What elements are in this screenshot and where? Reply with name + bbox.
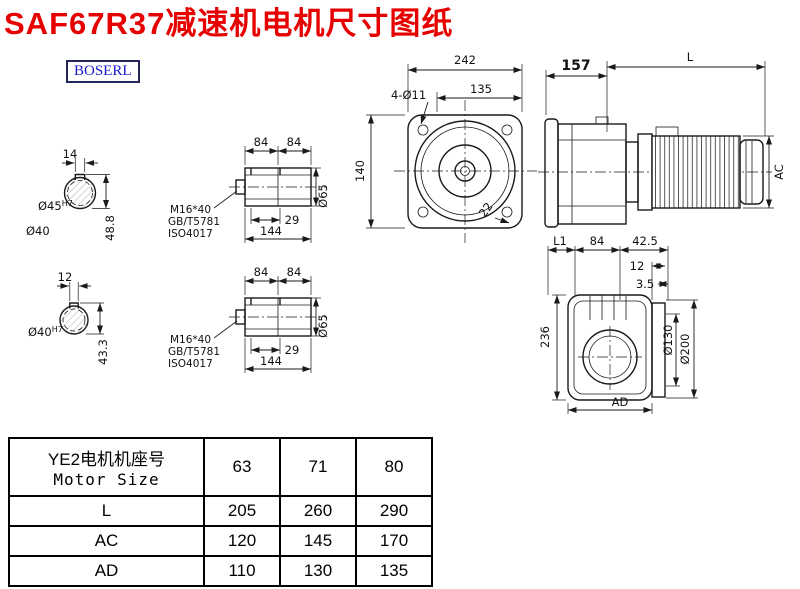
gearbox-motor-side-view: 157 L AC bbox=[538, 50, 786, 228]
hollow-shaft-end-a: 14 48.8 Ø45H7 Ø40 bbox=[26, 147, 117, 241]
value-L-71: 260 bbox=[279, 495, 357, 527]
dim-rear-12: 12 bbox=[630, 259, 645, 273]
dim-len2-a: 84 bbox=[287, 135, 302, 149]
frame-size-80: 80 bbox=[355, 437, 433, 497]
row-label-L: L bbox=[8, 495, 205, 527]
label-std2-a: ISO4017 bbox=[168, 228, 213, 240]
dim-total-len-b: 144 bbox=[260, 354, 282, 368]
output-shaft-side-b: 84 84 29 144 Ø65 M16*40 GB/T5781 ISO4017 bbox=[168, 265, 330, 373]
lifting-eye bbox=[655, 126, 679, 137]
output-flange bbox=[544, 118, 559, 228]
dim-rear-height: 236 bbox=[538, 326, 552, 348]
bolt-hole bbox=[501, 206, 513, 218]
value-AD-80: 135 bbox=[355, 555, 433, 587]
dim-flange-spacing: 135 bbox=[470, 82, 492, 96]
label-bolt-a: M16*40 bbox=[170, 204, 211, 216]
dim-keyway-width-a: 14 bbox=[63, 147, 78, 161]
dim-len2-b: 84 bbox=[287, 265, 302, 279]
dim-l1: L1 bbox=[553, 234, 567, 248]
value-AC-80: 170 bbox=[355, 525, 433, 557]
dim-front-height: 140 bbox=[353, 160, 367, 182]
label-std2-b: ISO4017 bbox=[168, 358, 213, 370]
dim-front-width: 242 bbox=[454, 53, 476, 67]
dim-shaft-dia-b: Ø65 bbox=[316, 314, 330, 338]
gearbox-rear-view: L1 84 42.5 12 3.5 236 Ø130 Ø200 AD bbox=[538, 234, 698, 414]
label-std1-a: GB/T5781 bbox=[168, 216, 220, 228]
dim-corner: 22 bbox=[476, 200, 496, 220]
header-motor-size: YE2电机机座号 Motor Size bbox=[8, 437, 205, 497]
value-AD-63: 110 bbox=[203, 555, 281, 587]
fan-cover bbox=[739, 139, 764, 205]
dim-key-len-a: 29 bbox=[285, 213, 300, 227]
table-row-AD: AD 110 130 135 bbox=[8, 555, 433, 587]
dim-rear-3-5: 3.5 bbox=[636, 277, 654, 291]
oil-plug bbox=[595, 116, 609, 125]
dim-key-len-b: 29 bbox=[285, 343, 300, 357]
gearbox-front-view: 242 135 4-Ø11 140 22 bbox=[353, 53, 537, 243]
dim-keyway-width-b: 12 bbox=[58, 270, 73, 284]
table-row-L: L 205 260 290 bbox=[8, 495, 433, 527]
row-label-AC: AC bbox=[8, 525, 205, 557]
dim-key-depth-b: 43.3 bbox=[96, 339, 110, 365]
dim-dia-130: Ø130 bbox=[661, 324, 675, 355]
dim-motor-height: AC bbox=[772, 164, 786, 180]
bolt-hole bbox=[417, 206, 429, 218]
retaining-bolt-a bbox=[235, 179, 246, 195]
value-AC-71: 145 bbox=[279, 525, 357, 557]
bolt-hole bbox=[501, 124, 513, 136]
label-bore-b: Ø40H7 bbox=[28, 325, 63, 339]
row-label-AD: AD bbox=[8, 555, 205, 587]
dim-len1-b: 84 bbox=[254, 265, 269, 279]
label-std1-b: GB/T5781 bbox=[168, 346, 220, 358]
motor-body bbox=[651, 135, 741, 209]
label-bore-a: Ø45H7 bbox=[38, 199, 73, 213]
technical-drawing: 14 48.8 Ø45H7 Ø40 12 43.3 Ø40H7 bbox=[26, 50, 786, 414]
label-bolt-b: M16*40 bbox=[170, 334, 211, 346]
dim-rear-42-5: 42.5 bbox=[632, 234, 658, 248]
dim-shaft-dia-a: Ø65 bbox=[316, 184, 330, 208]
frame-size-71: 71 bbox=[279, 437, 357, 497]
dim-total-len-a: 144 bbox=[260, 224, 282, 238]
hollow-shaft-end-b: 12 43.3 Ø40H7 bbox=[28, 270, 110, 365]
dim-dia-200: Ø200 bbox=[678, 333, 692, 364]
output-shaft-side-a: 84 84 29 144 Ø65 M16*40 GB/T5781 ISO4017 bbox=[168, 135, 330, 243]
dim-motor-length: L bbox=[687, 50, 694, 64]
table-row-AC: AC 120 145 170 bbox=[8, 525, 433, 557]
frame-size-63: 63 bbox=[203, 437, 281, 497]
bolt-hole bbox=[417, 124, 429, 136]
dim-gearbox-length: 157 bbox=[561, 58, 590, 74]
value-L-63: 205 bbox=[203, 495, 281, 527]
label-bolt-holes: 4-Ø11 bbox=[391, 88, 426, 102]
dim-ad: AD bbox=[612, 395, 629, 409]
brand-logo-text: BOSERL bbox=[74, 63, 132, 79]
dim-len1-a: 84 bbox=[254, 135, 269, 149]
brand-logo: BOSERL bbox=[66, 60, 140, 83]
header-motor-size-en: Motor Size bbox=[53, 470, 160, 489]
header-motor-size-cn: YE2电机机座号 bbox=[47, 450, 166, 469]
value-AC-63: 120 bbox=[203, 525, 281, 557]
dim-rear-84: 84 bbox=[590, 234, 605, 248]
value-AD-71: 130 bbox=[279, 555, 357, 587]
value-L-80: 290 bbox=[355, 495, 433, 527]
label-outer-dia-a: Ø40 bbox=[26, 224, 50, 238]
table-header-row: YE2电机机座号 Motor Size 63 71 80 bbox=[8, 437, 433, 497]
retaining-bolt-b bbox=[235, 309, 246, 325]
dim-key-depth-a: 48.8 bbox=[103, 215, 117, 241]
page-title: SAF67R37减速机电机尺寸图纸 bbox=[4, 6, 454, 41]
motor-size-table: YE2电机机座号 Motor Size 63 71 80 L 205 260 2… bbox=[8, 437, 433, 587]
gear-housing bbox=[557, 123, 627, 225]
